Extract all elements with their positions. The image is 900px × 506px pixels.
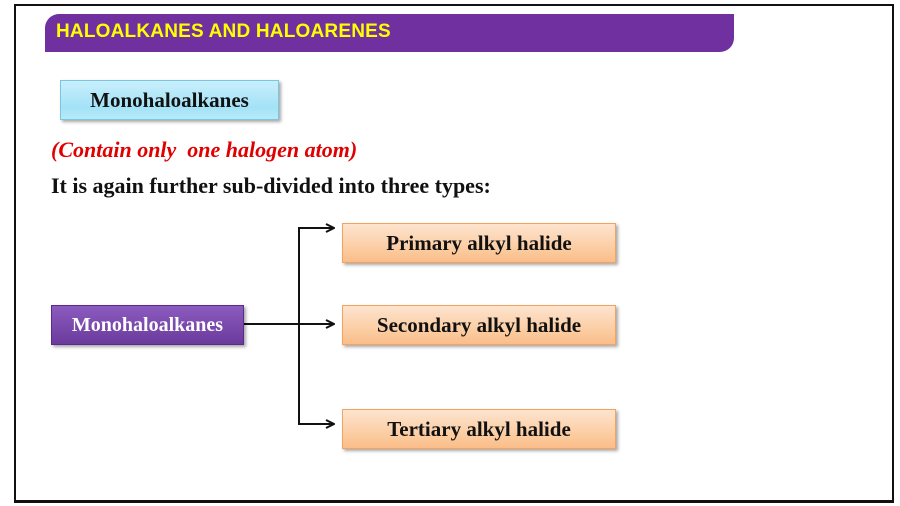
header-bar: HALOALKANES AND HALOARENES: [45, 14, 734, 52]
topic-label: Monohaloalkanes: [90, 87, 249, 112]
header-title: HALOALKANES AND HALOARENES: [56, 21, 391, 42]
node-label: Primary alkyl halide: [386, 230, 572, 255]
node-tertiary-alkyl-halide: Tertiary alkyl halide: [342, 409, 616, 449]
node-label: Secondary alkyl halide: [376, 312, 582, 337]
root-node-monohaloalkanes: Monohaloalkanes: [51, 305, 244, 345]
description-text: It is again further sub-divided into thr…: [51, 173, 491, 198]
topic-label-box: Monohaloalkanes: [60, 80, 279, 120]
definition-note: (Contain only one halogen atom): [51, 137, 358, 162]
node-primary-alkyl-halide: Primary alkyl halide: [342, 223, 616, 263]
node-label: Tertiary alkyl halide: [387, 416, 571, 441]
node-secondary-alkyl-halide: Secondary alkyl halide: [342, 305, 616, 345]
root-node-label: Monohaloalkanes: [71, 313, 224, 336]
